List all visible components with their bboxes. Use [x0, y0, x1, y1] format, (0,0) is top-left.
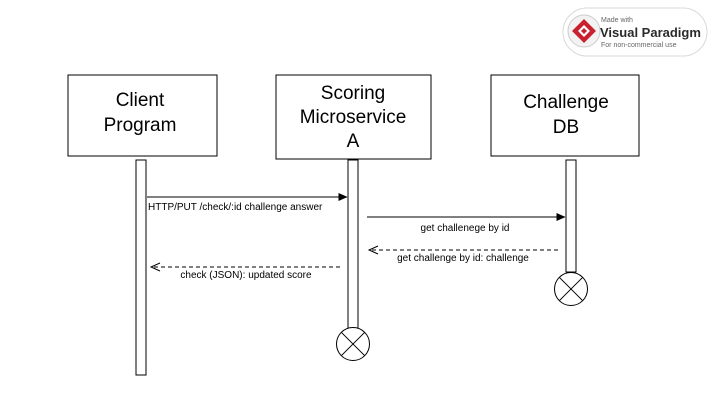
message-label: get challenege by id [421, 223, 510, 234]
message-4: check (JSON): updated score [149, 262, 340, 281]
participant-box [67, 74, 218, 157]
watermark-line2: Visual Paradigm [600, 25, 701, 40]
visual-paradigm-logo-icon [567, 14, 601, 48]
watermark-line1: Made with [601, 17, 633, 24]
message-label: HTTP/PUT /check/:id challenge answer [148, 202, 323, 213]
arrow-head-open-icon [367, 245, 379, 255]
participant-label: Scoring [321, 83, 385, 104]
participant-challenge-db: Challenge DB [490, 74, 640, 157]
participant-box [490, 74, 640, 157]
message-label: check (JSON): updated score [180, 270, 312, 281]
participant-label: A [347, 131, 360, 152]
destroy-x-icon [336, 327, 370, 361]
message-1: HTTP/PUT /check/:id challenge answer [147, 193, 348, 213]
visual-paradigm-watermark: Made with Visual Paradigm For non-commer… [562, 7, 708, 57]
participant-box [275, 74, 432, 160]
watermark-line3: For non-commercial use [601, 42, 677, 49]
participant-label: Challenge [523, 92, 609, 113]
activation-bar-client [135, 159, 147, 376]
message-label: get challenge by id: challenge [397, 253, 529, 264]
activation-bar-challenge [565, 159, 577, 273]
destroy-x-icon [554, 272, 588, 306]
message-2: get challenege by id [367, 213, 566, 234]
participant-label: DB [553, 117, 579, 138]
activation-bar-scoring [347, 159, 359, 329]
participant-label: Microservice [300, 107, 407, 128]
participant-label: Client [116, 90, 165, 111]
watermark-badge [562, 7, 708, 57]
participant-client-program: Client Program [67, 74, 218, 157]
message-3: get challenge by id: challenge [367, 245, 558, 264]
participant-label: Program [104, 115, 177, 136]
arrow-head-open-icon [149, 262, 161, 272]
participant-scoring-microservice-a: Scoring Microservice A [275, 74, 432, 160]
